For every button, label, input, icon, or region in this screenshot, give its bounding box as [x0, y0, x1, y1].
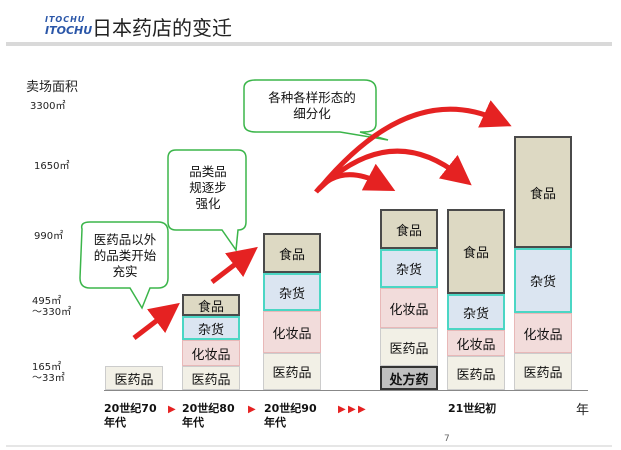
block-food-2000s-b: 食品	[447, 209, 505, 294]
x-arrow-2: ▶	[248, 404, 256, 415]
x-arrow-1: ▶	[168, 404, 176, 415]
x-arrow-3b: ▶	[348, 404, 356, 415]
block-prescription-2000s-a: 处方药	[380, 366, 438, 390]
block-cosmetics-1980s: 化妆品	[182, 340, 240, 366]
callout-1-text: 医药品以外 的品类开始 充实	[93, 232, 157, 279]
x-label-1980s: 20世纪80 年代	[182, 402, 235, 429]
x-axis-unit: 年	[576, 403, 590, 418]
block-cosmetics-1990s: 化妆品	[263, 311, 321, 353]
x-arrow-3c: ▶	[358, 404, 366, 415]
y-tick-3300: 3300㎡	[30, 101, 66, 112]
x-label-1970s: 20世纪70 年代	[104, 402, 157, 429]
growth-arrow-1	[132, 302, 180, 340]
segmentation-arrow-c	[318, 100, 512, 190]
block-food-1990s: 食品	[263, 233, 321, 273]
block-misc-1980s: 杂货	[182, 316, 240, 340]
page-number: 7	[444, 434, 450, 444]
itochu-logo: ITOCHU ITOCHU	[45, 14, 93, 37]
header-divider	[6, 42, 612, 46]
block-medicine-2000s-c: 医药品	[514, 353, 572, 390]
block-cosmetics-2000s-b: 化妆品	[447, 330, 505, 356]
block-cosmetics-2000s-a: 化妆品	[380, 288, 438, 328]
block-misc-1990s: 杂货	[263, 273, 321, 311]
block-medicine-1980s: 医药品	[182, 366, 240, 390]
y-tick-495-330: 495㎡ ～330㎡	[32, 296, 72, 318]
y-tick-165-33: 165㎡ ～33㎡	[32, 362, 65, 384]
logo-top-text: ITOCHU	[45, 15, 86, 24]
block-medicine-1970s: 医药品	[105, 366, 163, 390]
block-misc-2000s-b: 杂货	[447, 294, 505, 330]
callout-bubble-3	[243, 79, 389, 141]
callout-2-text: 品类品 规逐步 强化	[189, 164, 227, 211]
block-misc-2000s-a: 杂货	[380, 249, 438, 288]
y-tick-1650: 1650㎡	[34, 161, 70, 172]
y-tick-990: 990㎡	[34, 231, 64, 242]
segmentation-arrow-b	[316, 148, 472, 192]
block-food-1980s: 食品	[182, 294, 240, 316]
slide-title: 日本药店的变迁	[92, 16, 232, 40]
x-label-1990s: 20世纪90 年代	[264, 402, 317, 429]
x-axis-line	[104, 390, 588, 391]
y-axis-title: 卖场面积	[26, 80, 79, 95]
block-misc-2000s-c: 杂货	[514, 248, 572, 313]
block-food-2000s-c: 食品	[514, 136, 572, 248]
growth-arrow-2	[210, 246, 258, 284]
block-food-2000s-a: 食品	[380, 209, 438, 249]
callout-3-text: 各种各样形态的 细分化	[268, 90, 356, 121]
x-arrow-3a: ▶	[338, 404, 346, 415]
logo-main-text: ITOCHU	[45, 24, 93, 37]
callout-bubble-2	[167, 149, 247, 253]
block-medicine-1990s: 医药品	[263, 353, 321, 390]
x-label-2000s: 21世纪初	[448, 402, 497, 415]
callout-bubble-1	[79, 221, 169, 310]
block-cosmetics-2000s-c: 化妆品	[514, 313, 572, 353]
block-medicine-2000s-a: 医药品	[380, 328, 438, 366]
block-medicine-2000s-b: 医药品	[447, 356, 505, 390]
footer-divider	[6, 445, 612, 447]
